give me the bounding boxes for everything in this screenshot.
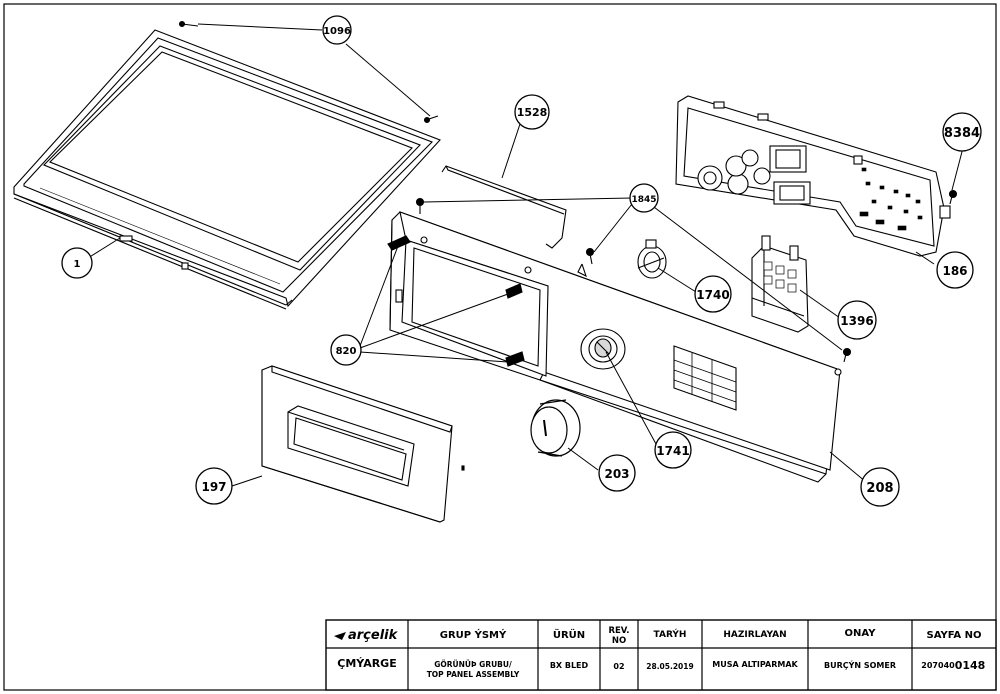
callout-1528: 1528 <box>514 94 550 130</box>
callout-203: 203 <box>598 454 636 492</box>
part-knob <box>530 399 581 457</box>
value-group-line1: GÖRÜNÜÞ GRUBU/ <box>434 660 512 669</box>
callout-8384-label: 8384 <box>944 126 980 141</box>
part-screw-1845-c <box>842 347 852 363</box>
callout-8384: 8384 <box>942 112 982 152</box>
part-button-holder <box>751 235 809 333</box>
value-date: 28.05.2019 <box>646 662 693 671</box>
part-top-lid <box>13 29 441 310</box>
brand-logo: arçelik <box>334 628 399 643</box>
value-company: ÇMÝARGE <box>337 657 396 670</box>
value-product: BX BLED <box>550 661 589 670</box>
callout-1741-label: 1741 <box>656 444 689 458</box>
header-approval: ONAY <box>845 628 877 639</box>
part-knob-insert <box>594 338 612 358</box>
callout-186-label: 186 <box>942 264 967 278</box>
value-page-prefix: 207040 <box>921 661 955 670</box>
part-screw-8384 <box>948 189 958 205</box>
callout-820-label: 820 <box>336 346 357 357</box>
callout-1741: 1741 <box>654 431 692 469</box>
part-screw-1096-a <box>178 20 199 28</box>
callout-208-label: 208 <box>866 481 893 496</box>
header-page-no: SAYFA NO <box>927 630 982 641</box>
value-group-line2: TOP PANEL ASSEMBLY <box>427 670 520 679</box>
callout-1740-label: 1740 <box>696 288 729 302</box>
part-encoder-shaft <box>637 239 667 279</box>
value-page-suffix: 0148 <box>955 659 986 672</box>
value-approved-by: BURÇÝN SOMER <box>824 659 896 670</box>
brand-name: arçelik <box>348 628 399 643</box>
callout-197-label: 197 <box>201 480 226 494</box>
callout-1845: 1845 <box>629 183 659 213</box>
callout-186: 186 <box>936 251 974 289</box>
callout-1396-label: 1396 <box>840 314 873 328</box>
part-control-panel <box>387 211 842 483</box>
callout-203-label: 203 <box>604 467 629 481</box>
part-wire-bracket <box>441 165 587 278</box>
part-electronic-board <box>675 95 951 257</box>
callout-1396: 1396 <box>837 300 877 340</box>
callout-1528-label: 1528 <box>517 106 548 119</box>
header-prepared-by: HAZIRLAYAN <box>723 630 786 640</box>
leader-lines <box>87 23 965 487</box>
value-rev: 02 <box>613 662 624 671</box>
value-prepared-by: MUSA ALTIPARMAK <box>712 660 798 669</box>
callout-208: 208 <box>860 467 900 507</box>
header-product: ÜRÜN <box>553 627 585 641</box>
header-group-name: GRUP ÝSMÝ <box>440 628 507 641</box>
callout-1-label: 1 <box>74 259 81 270</box>
header-date: TARÝH <box>654 628 687 640</box>
part-screw-1845-b <box>585 247 595 265</box>
callout-1: 1 <box>61 247 93 279</box>
callout-1096: 1096 <box>322 15 352 45</box>
part-screw-1845-a <box>415 197 425 214</box>
callout-1845-label: 1845 <box>631 195 656 205</box>
callout-820: 820 <box>330 334 362 366</box>
callout-1096-label: 1096 <box>323 26 351 37</box>
part-screw-1096-b <box>423 115 439 124</box>
callout-1740: 1740 <box>694 275 732 313</box>
title-block: arçelik GRUP ÝSMÝ ÜRÜN REV. NO TARÝH HAZ… <box>325 619 997 691</box>
header-rev-line2: NO <box>612 636 626 646</box>
header-rev-line1: REV. <box>608 626 629 636</box>
part-drawer-front <box>261 365 465 523</box>
callout-197: 197 <box>195 467 233 505</box>
